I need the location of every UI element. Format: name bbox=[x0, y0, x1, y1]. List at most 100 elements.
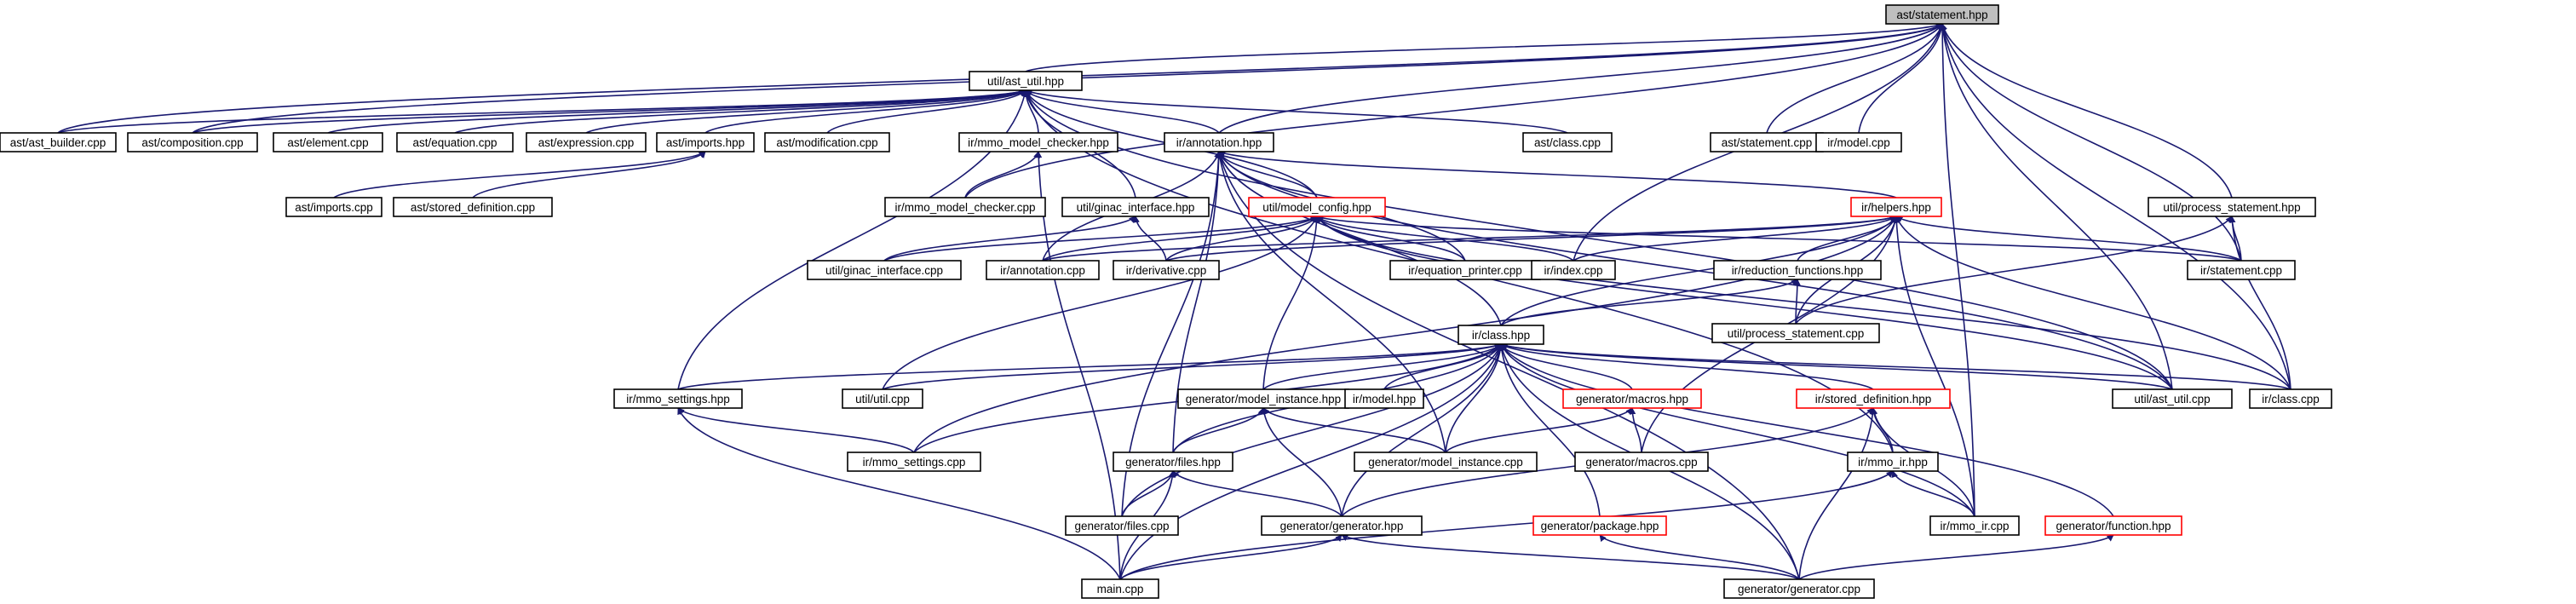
file-node-box bbox=[1113, 452, 1233, 472]
file-node-label: ir/mmo_settings.hpp bbox=[626, 393, 730, 406]
file-node-box bbox=[1354, 452, 1538, 472]
file-node-stmt-hpp[interactable]: ast/statement.hpp bbox=[1885, 4, 1999, 25]
include-edge-imports_hpp-to-ast_util_hpp bbox=[704, 89, 1026, 134]
file-node-label: generator/files.hpp bbox=[1125, 456, 1221, 469]
file-node-process-statement-cpp[interactable]: util/process_statement.cpp bbox=[1711, 323, 1880, 343]
file-node-imports-cpp[interactable]: ast/imports.cpp bbox=[285, 197, 382, 217]
include-edge-statement_cpp_ir-to-helpers_hpp bbox=[1895, 216, 2242, 262]
file-node-box bbox=[958, 132, 1118, 152]
include-edge-equation_cpp-to-ast_util_hpp bbox=[454, 89, 1026, 134]
include-edge-ast_util_hpp-to-stmt_hpp bbox=[1025, 23, 1943, 72]
file-node-box bbox=[2044, 515, 2182, 536]
file-node-macros-cpp[interactable]: generator/macros.cpp bbox=[1574, 452, 1709, 472]
file-node-helpers-hpp[interactable]: ir/helpers.hpp bbox=[1850, 197, 1942, 217]
file-node-generator-cpp[interactable]: generator/generator.cpp bbox=[1723, 578, 1875, 599]
file-node-mmo-ir-cpp[interactable]: ir/mmo_ir.cpp bbox=[1929, 515, 2020, 536]
dependency-edges bbox=[57, 23, 2291, 580]
include-edge-modification_cpp-to-ast_util_hpp bbox=[826, 89, 1026, 134]
file-node-macros-hpp[interactable]: generator/macros.hpp bbox=[1562, 388, 1702, 409]
file-node-label: ir/annotation.hpp bbox=[1176, 136, 1262, 149]
file-node-mmo-model-checker-cpp[interactable]: ir/mmo_model_checker.cpp bbox=[884, 197, 1046, 217]
file-node-annotation-cpp[interactable]: ir/annotation.cpp bbox=[986, 260, 1100, 280]
file-node-label: generator/function.hpp bbox=[2056, 520, 2171, 532]
file-node-box bbox=[613, 388, 743, 409]
file-node-stored-definition-cpp[interactable]: ast/stored_definition.cpp bbox=[393, 197, 553, 217]
file-node-label: ir/stored_definition.hpp bbox=[1815, 393, 1932, 406]
file-node-model-instance-cpp[interactable]: generator/model_instance.cpp bbox=[1354, 452, 1538, 472]
file-node-label: util/process_statement.hpp bbox=[2163, 201, 2300, 214]
file-node-model-cpp[interactable]: ir/model.cpp bbox=[1815, 132, 1902, 152]
file-node-files-hpp[interactable]: generator/files.hpp bbox=[1113, 452, 1233, 472]
file-node-statement-cpp-ir[interactable]: ir/statement.cpp bbox=[2187, 260, 2296, 280]
include-edge-main_cpp-to-mmo_settings_hpp bbox=[677, 407, 1121, 580]
file-node-box bbox=[526, 132, 647, 152]
include-edge-imports_cpp-to-imports_hpp bbox=[333, 151, 706, 198]
file-node-model-instance-hpp[interactable]: generator/model_instance.hpp bbox=[1177, 388, 1349, 409]
file-node-label: generator/files.cpp bbox=[1074, 520, 1169, 532]
file-node-generator-hpp[interactable]: generator/generator.hpp bbox=[1261, 515, 1423, 536]
file-node-package-hpp[interactable]: generator/package.hpp bbox=[1532, 515, 1667, 536]
file-node-model-config-hpp[interactable]: util/model_config.hpp bbox=[1248, 197, 1386, 217]
file-node-main-cpp[interactable]: main.cpp bbox=[1081, 578, 1159, 599]
include-edge-stored_definition_cpp-to-imports_hpp bbox=[472, 151, 706, 198]
include-edge-generator_cpp-to-function_hpp bbox=[1798, 534, 2114, 580]
file-node-label: ir/mmo_settings.cpp bbox=[863, 456, 966, 469]
file-node-box bbox=[1113, 260, 1220, 280]
include-edge-function_hpp-to-class_hpp bbox=[1500, 343, 2114, 517]
file-node-mmo-settings-hpp[interactable]: ir/mmo_settings.hpp bbox=[613, 388, 743, 409]
file-node-mmo-ir-hpp[interactable]: ir/mmo_ir.hpp bbox=[1847, 452, 1939, 472]
include-edge-generator_cpp-to-package_hpp bbox=[1599, 534, 1800, 580]
file-node-box bbox=[285, 197, 382, 217]
file-node-class-cpp-ast[interactable]: ast/class.cpp bbox=[1522, 132, 1613, 152]
file-node-reduction-functions-hpp[interactable]: ir/reduction_functions.hpp bbox=[1713, 260, 1882, 280]
file-node-box bbox=[1458, 325, 1544, 345]
file-node-class-hpp[interactable]: ir/class.hpp bbox=[1458, 325, 1544, 345]
file-node-modification-cpp[interactable]: ast/modification.cpp bbox=[764, 132, 890, 152]
file-node-class-cpp-ir[interactable]: ir/class.cpp bbox=[2249, 388, 2332, 409]
file-node-function-hpp[interactable]: generator/function.hpp bbox=[2044, 515, 2182, 536]
include-edge-class_hpp-to-reduction_functions_hpp bbox=[1500, 279, 1798, 326]
file-node-model-hpp[interactable]: ir/model.hpp bbox=[1344, 388, 1424, 409]
file-node-ginac-interface-cpp[interactable]: util/ginac_interface.cpp bbox=[807, 260, 962, 280]
file-node-label: ir/mmo_model_checker.cpp bbox=[894, 201, 1035, 214]
include-edge-model_instance_cpp-to-annotation_hpp bbox=[1216, 151, 1446, 453]
file-node-ast-util-cpp[interactable]: util/ast_util.cpp bbox=[2112, 388, 2233, 409]
file-node-label: ir/class.hpp bbox=[1472, 329, 1530, 342]
include-edge-mmo_model_checker_cpp-to-mmo_model_checker_hpp bbox=[964, 151, 1040, 198]
file-node-label: ast/element.cpp bbox=[287, 136, 368, 149]
file-node-equation-cpp[interactable]: ast/equation.cpp bbox=[396, 132, 514, 152]
file-node-box bbox=[1713, 260, 1882, 280]
file-node-files-cpp[interactable]: generator/files.cpp bbox=[1065, 515, 1179, 536]
include-edge-annotation_cpp-to-model_config_hpp bbox=[1042, 216, 1318, 262]
file-node-composition-cpp[interactable]: ast/composition.cpp bbox=[127, 132, 258, 152]
file-node-mmo-settings-cpp[interactable]: ir/mmo_settings.cpp bbox=[847, 452, 981, 472]
file-node-equation-printer-cpp[interactable]: ir/equation_printer.cpp bbox=[1389, 260, 1541, 280]
include-edge-model_instance_cpp-to-macros_hpp bbox=[1445, 407, 1633, 453]
file-node-box bbox=[1574, 452, 1709, 472]
file-node-util-cpp[interactable]: util/util.cpp bbox=[842, 388, 923, 409]
file-node-box bbox=[1815, 132, 1902, 152]
include-edge-main_cpp-to-generator_hpp bbox=[1119, 534, 1343, 580]
include-edge-statement_cpp_ir-to-stmt_hpp bbox=[1940, 23, 2242, 262]
include-edge-main_cpp-to-mmo_ir_hpp bbox=[1119, 470, 1894, 580]
file-node-stored-definition-hpp[interactable]: ir/stored_definition.hpp bbox=[1796, 388, 1951, 409]
file-node-element-cpp[interactable]: ast/element.cpp bbox=[273, 132, 383, 152]
file-node-process-statement-hpp[interactable]: util/process_statement.hpp bbox=[2148, 197, 2316, 217]
file-node-box bbox=[1081, 578, 1159, 599]
file-node-ast-builder-cpp[interactable]: ast/ast_builder.cpp bbox=[0, 132, 117, 152]
file-node-imports-hpp[interactable]: ast/imports.hpp bbox=[656, 132, 755, 152]
file-node-box bbox=[0, 132, 117, 152]
file-node-mmo-model-checker-hpp[interactable]: ir/mmo_model_checker.hpp bbox=[958, 132, 1118, 152]
include-edge-util_cpp-to-class_hpp bbox=[882, 343, 1502, 390]
file-node-ginac-interface-hpp[interactable]: util/ginac_interface.hpp bbox=[1061, 197, 1210, 217]
file-node-statement-cpp-ast[interactable]: ast/statement.cpp bbox=[1710, 132, 1824, 152]
file-node-label: ir/reduction_functions.hpp bbox=[1732, 264, 1864, 277]
file-node-derivative-cpp[interactable]: ir/derivative.cpp bbox=[1113, 260, 1220, 280]
file-node-annotation-hpp[interactable]: ir/annotation.hpp bbox=[1164, 132, 1274, 152]
file-node-ast-util-hpp[interactable]: util/ast_util.hpp bbox=[969, 71, 1083, 91]
file-node-expression-cpp[interactable]: ast/expression.cpp bbox=[526, 132, 647, 152]
file-node-label: ast/class.cpp bbox=[1534, 136, 1601, 149]
include-edge-class_cpp_ir-to-process_statement_hpp bbox=[2228, 216, 2291, 390]
include-edge-annotation_hpp-to-ast_util_hpp bbox=[1025, 89, 1220, 134]
file-node-index-cpp[interactable]: ir/index.cpp bbox=[1531, 260, 1616, 280]
